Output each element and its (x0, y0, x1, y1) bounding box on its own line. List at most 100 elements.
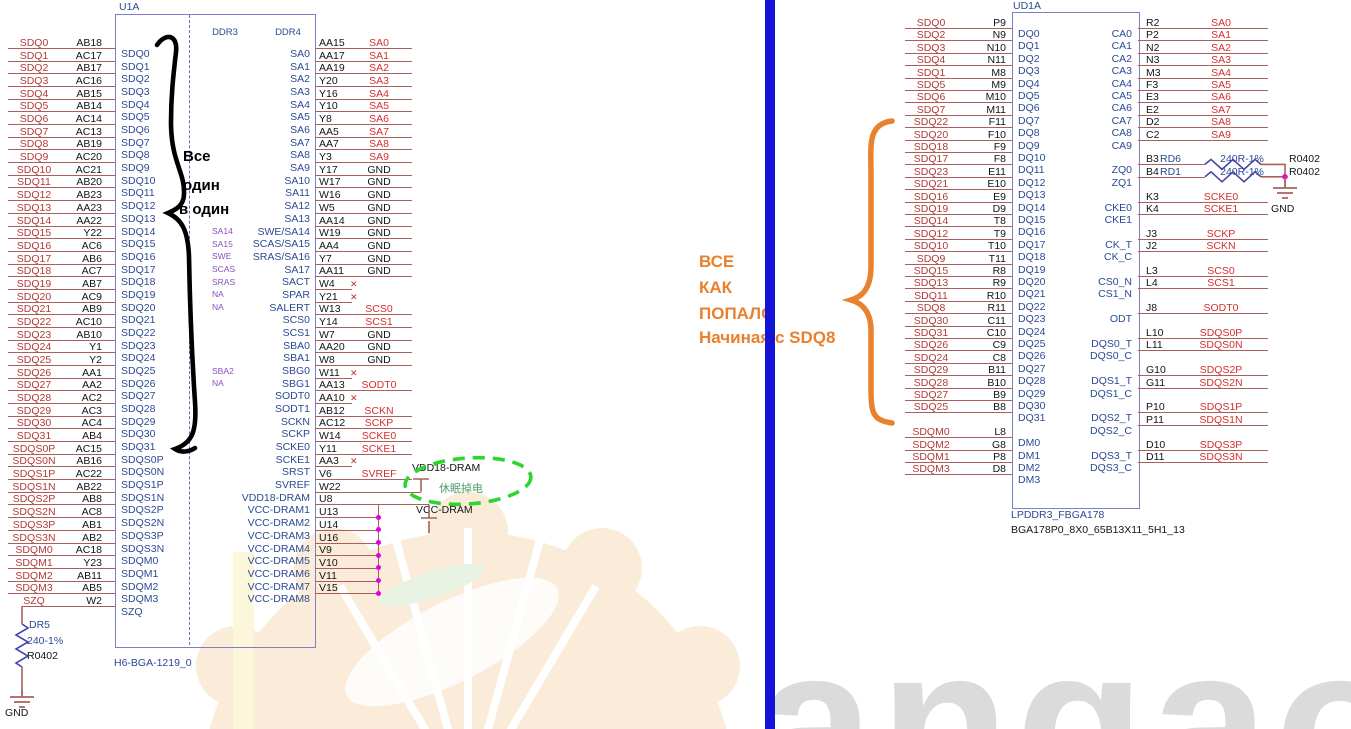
pin-name: ZQ0 (1111, 164, 1132, 177)
wire (1138, 338, 1268, 339)
wire (905, 152, 1012, 153)
pin-number: AB9 (82, 303, 102, 316)
wire (315, 263, 412, 265)
pin-name: VCC-DRAM8 (247, 593, 310, 606)
wire (905, 338, 1012, 339)
pin-number: AB12 (319, 404, 345, 417)
pin-number: F8 (993, 153, 1006, 166)
pin-number: Y10 (319, 100, 338, 113)
net-label: SA2 (369, 62, 389, 75)
net-label: SA7 (369, 125, 389, 138)
pin-number: AB2 (82, 531, 102, 544)
pin-number: AB10 (76, 328, 102, 341)
wire (1138, 375, 1268, 377)
net-label: SDQS3P (12, 518, 56, 531)
net-label: SDQ2 (916, 29, 946, 42)
net-label: SZQ (23, 594, 45, 607)
pin-name: SDQ8 (121, 149, 150, 162)
pin-number: AC20 (75, 151, 102, 164)
junction-dot (375, 552, 381, 558)
net-label: SDQ16 (16, 239, 52, 252)
net-label: SDQ10 (913, 240, 949, 253)
pin-number: V9 (319, 544, 332, 557)
net-label: SDQ18 (913, 141, 949, 153)
net-label: SA9 (369, 151, 389, 164)
wire (1138, 52, 1268, 54)
wire (905, 387, 1012, 389)
net-label: SDQS3N (12, 531, 56, 544)
component-body-ud1a[interactable] (1012, 12, 1140, 509)
no-connect-mark: ✕ (350, 367, 358, 378)
pin-number: Y2 (89, 354, 102, 366)
pin-name: DQ24 (1018, 325, 1046, 338)
net-label: SDQ6 (916, 91, 946, 104)
wire (8, 491, 115, 493)
net-label: SCS1 (365, 315, 393, 328)
wire (8, 441, 115, 443)
pin-name: SDQM2 (121, 580, 159, 593)
pin-name: SDQ12 (121, 200, 156, 213)
wire (1138, 350, 1268, 352)
pin-number: W2 (86, 594, 102, 607)
wire (315, 567, 378, 569)
wire (905, 139, 1012, 141)
net-label: SDQ21 (913, 178, 949, 191)
net-label: SDQ26 (16, 366, 52, 379)
net-label: SA9 (1211, 128, 1231, 141)
net-label: SDQ22 (913, 116, 949, 129)
component-body-u1a[interactable] (115, 14, 316, 648)
wire (8, 567, 115, 569)
pin-name: SDQ5 (121, 111, 150, 124)
pin-name: SDQ20 (121, 301, 156, 314)
net-label: SDQ31 (913, 327, 949, 339)
net-label: SDQ0 (19, 37, 49, 49)
wire (315, 149, 412, 151)
wire (8, 60, 115, 62)
net-label: SCKE1 (361, 442, 397, 455)
annotation-popalo: ПОПАЛО (699, 304, 775, 323)
pin-name: CA6 (1111, 102, 1132, 115)
pin-name: DM2 (1018, 462, 1041, 474)
pin-number: AC15 (75, 442, 102, 455)
net-label: SDQS2N (12, 506, 56, 519)
net-label: SDQS1N (1199, 413, 1243, 426)
ud1a-partname: LPDDR3_FBGA178 (1011, 509, 1105, 521)
net-label: SDQ7 (916, 103, 946, 116)
pin-number: AC4 (81, 417, 102, 430)
no-connect-mark: ✕ (350, 291, 358, 302)
vcc-dram-power-label: VCC-DRAM (416, 504, 473, 516)
net-label: SDQ12 (913, 227, 949, 240)
wire (905, 201, 1012, 203)
pin-name: SDQ19 (121, 288, 156, 301)
pin-number: AC6 (81, 239, 102, 252)
pin-name: DQ26 (1018, 350, 1046, 363)
pin-number: R9 (992, 277, 1006, 290)
wire (8, 238, 115, 240)
pin-number: AA22 (76, 214, 102, 227)
wire (905, 102, 1012, 104)
wire (8, 187, 115, 189)
net-label: SDQ19 (913, 203, 949, 215)
wire (1138, 449, 1268, 451)
pin-name: SDQ26 (121, 377, 156, 390)
wire (315, 250, 412, 252)
annotation-v-odin: в один (179, 201, 230, 218)
wire (1138, 313, 1268, 315)
wire (315, 124, 412, 126)
net-label: GND (367, 214, 391, 227)
pin-name: DQ27 (1018, 362, 1046, 375)
wire (8, 124, 115, 126)
ddr3-alt-pin-name: SWE (212, 251, 232, 262)
wire (1138, 65, 1268, 67)
pin-name: CA1 (1111, 40, 1132, 53)
pin-name: SDQM3 (121, 593, 159, 606)
net-label: SCKE1 (1203, 203, 1239, 215)
wire (905, 325, 1012, 327)
net-label: SCS1 (1207, 277, 1235, 290)
pin-name: DQ0 (1018, 28, 1040, 40)
pin-number: W8 (319, 354, 335, 366)
pin-number: D2 (1146, 116, 1160, 129)
pin-name: SDQS1P (121, 479, 164, 492)
wire (8, 263, 115, 265)
pin-name: SCAS/SA15 (252, 238, 310, 251)
